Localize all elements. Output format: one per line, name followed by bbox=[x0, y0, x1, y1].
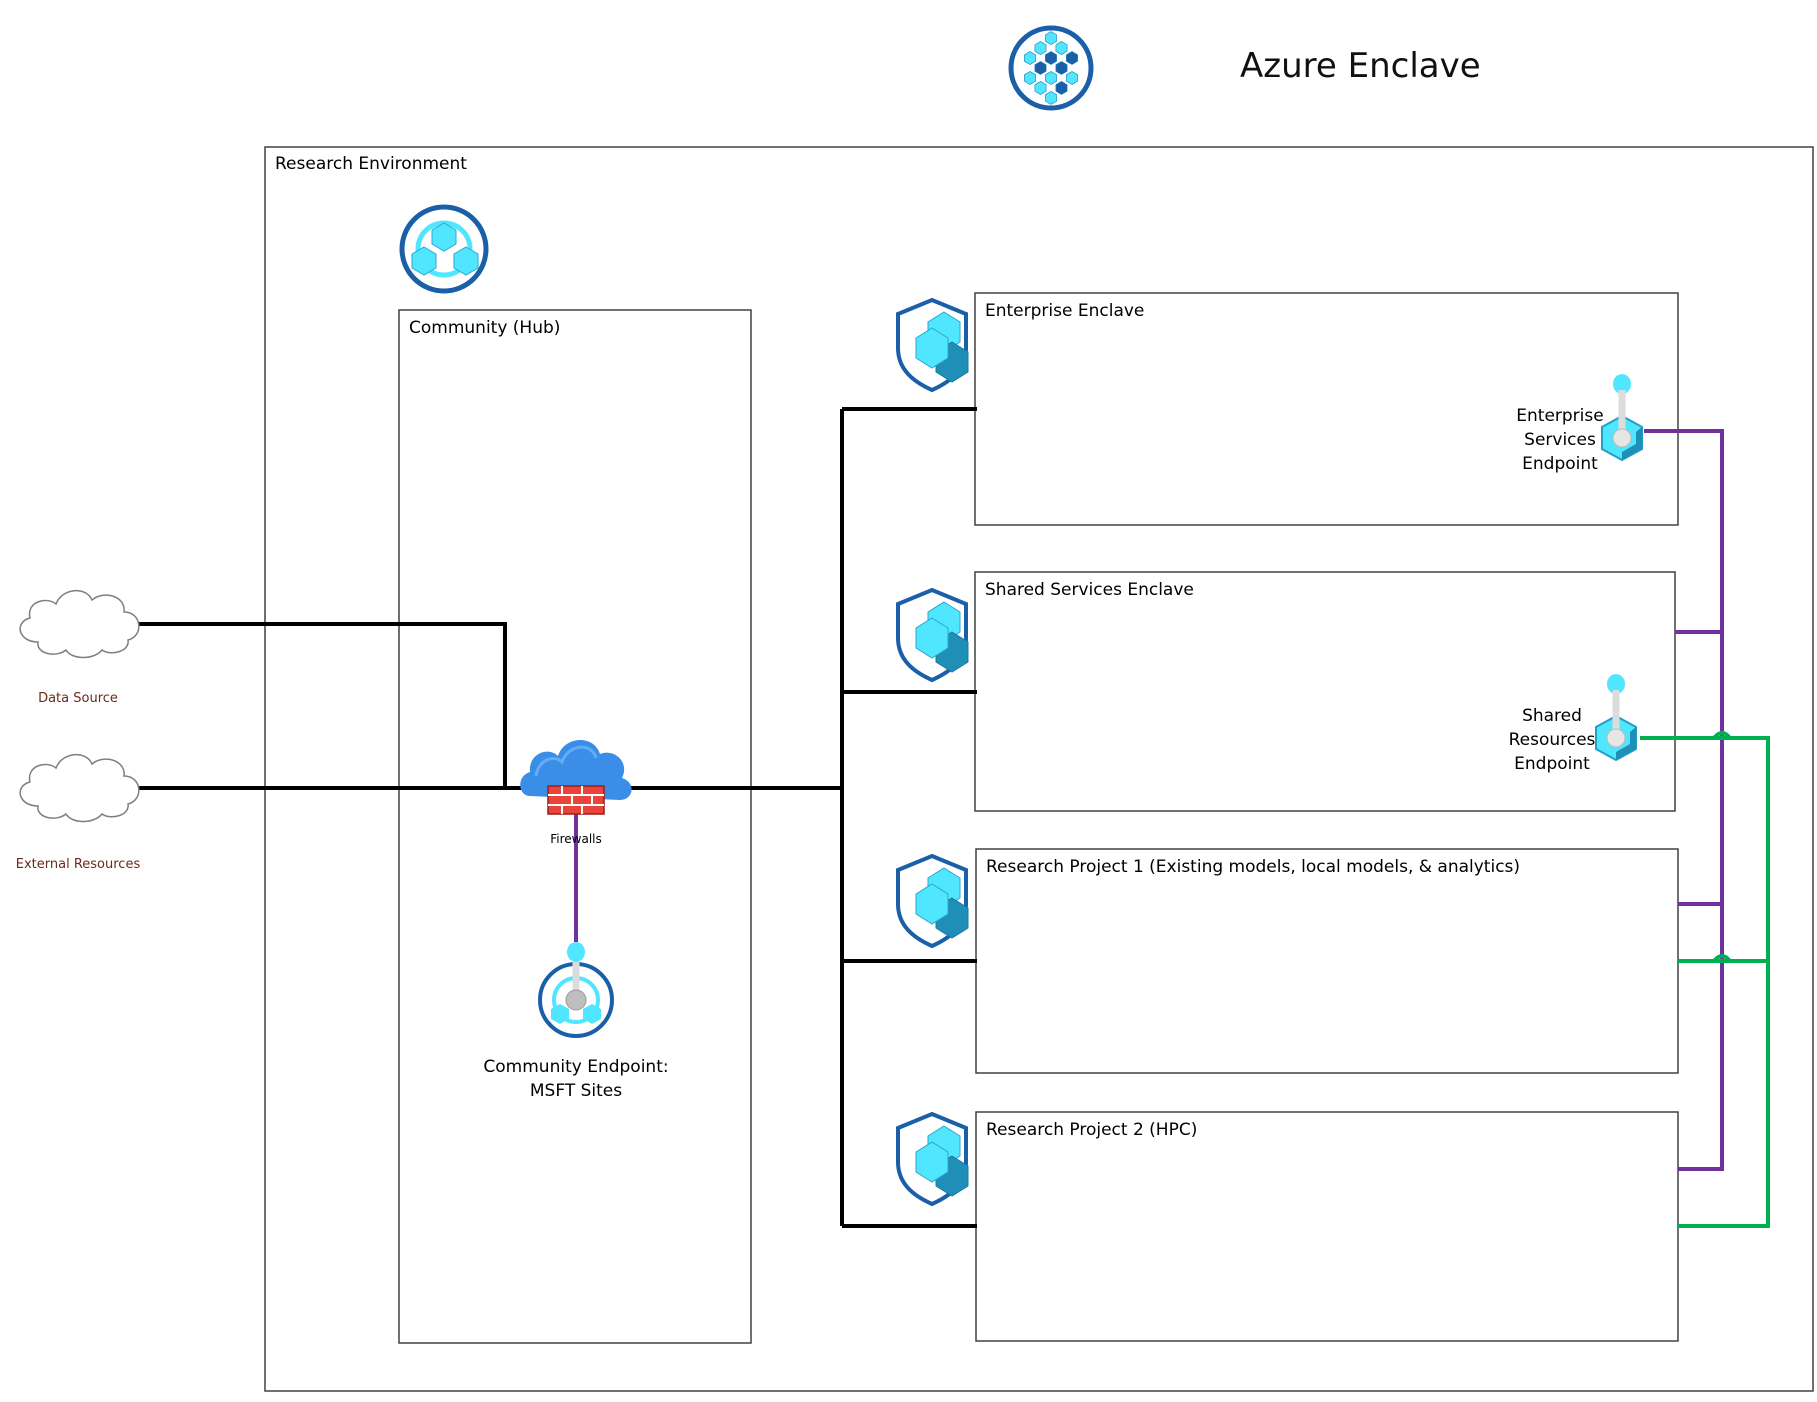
external-resources-label: External Resources bbox=[15, 857, 141, 872]
community-endpoint-label: Community Endpoint: MSFT Sites bbox=[466, 1055, 686, 1103]
shared-resources-endpoint-label: Shared Resources Endpoint bbox=[1492, 704, 1612, 776]
data-source-label: Data Source bbox=[38, 691, 118, 706]
logo-hex bbox=[1045, 71, 1057, 85]
endpoint-label-line: Services bbox=[1524, 430, 1596, 450]
research-project-2-box bbox=[975, 1111, 1679, 1342]
azure-enclave-logo-icon bbox=[1008, 25, 1094, 111]
page-title: Azure Enclave bbox=[1240, 46, 1481, 86]
logo-hex bbox=[1045, 91, 1057, 105]
endpoint-label-line: Endpoint bbox=[1514, 754, 1590, 774]
logo-hex bbox=[1034, 41, 1047, 55]
external-resources-cloud-icon bbox=[19, 753, 140, 823]
logo-hex bbox=[1055, 81, 1068, 95]
community-endpoint-label-line1: Community Endpoint: bbox=[483, 1057, 669, 1077]
community-hub-label: Community (Hub) bbox=[409, 318, 561, 338]
green-connectors bbox=[1640, 736, 1770, 1228]
research-project-2-shield-icon bbox=[896, 1112, 970, 1206]
research-environment-box bbox=[264, 146, 1814, 1392]
logo-hex bbox=[1034, 61, 1047, 75]
endpoint-label-line: Endpoint bbox=[1522, 454, 1598, 474]
black-connectors bbox=[138, 407, 977, 1228]
logo-hex bbox=[1055, 61, 1068, 75]
endpoint-label-line: Enterprise bbox=[1516, 406, 1604, 426]
shared-services-enclave-label: Shared Services Enclave bbox=[985, 580, 1194, 600]
logo-hex bbox=[1066, 71, 1078, 85]
enterprise-shield-icon bbox=[896, 298, 970, 392]
community-hub-box bbox=[398, 309, 752, 1344]
data-source-cloud-icon bbox=[19, 589, 140, 659]
research-environment-label: Research Environment bbox=[275, 154, 467, 174]
community-endpoint-icon bbox=[538, 942, 614, 1038]
logo-hex bbox=[1024, 51, 1036, 65]
community-hub-icon bbox=[399, 204, 489, 294]
enterprise-enclave-label: Enterprise Enclave bbox=[985, 301, 1145, 321]
endpoint-label-line: Resources bbox=[1508, 730, 1596, 750]
purple-connectors bbox=[574, 429, 1724, 1171]
research-project-1-box bbox=[975, 848, 1679, 1074]
research-project-2-label: Research Project 2 (HPC) bbox=[986, 1120, 1198, 1140]
enterprise-services-endpoint-label: Enterprise Services Endpoint bbox=[1500, 404, 1620, 476]
endpoint-label-line: Shared bbox=[1522, 706, 1582, 726]
logo-hex bbox=[1034, 81, 1047, 95]
logo-hex bbox=[1045, 31, 1057, 45]
community-endpoint-label-line2: MSFT Sites bbox=[529, 1081, 623, 1101]
logo-hex bbox=[1024, 71, 1036, 85]
research-project-1-shield-icon bbox=[896, 854, 970, 948]
logo-hex bbox=[1066, 51, 1078, 65]
logo-hex bbox=[1055, 41, 1068, 55]
firewall-icon bbox=[520, 739, 632, 815]
shared-services-shield-icon bbox=[896, 588, 970, 682]
research-project-1-label: Research Project 1 (Existing models, loc… bbox=[986, 857, 1521, 877]
firewall-label: Firewalls bbox=[550, 832, 602, 846]
logo-hex bbox=[1045, 51, 1057, 65]
